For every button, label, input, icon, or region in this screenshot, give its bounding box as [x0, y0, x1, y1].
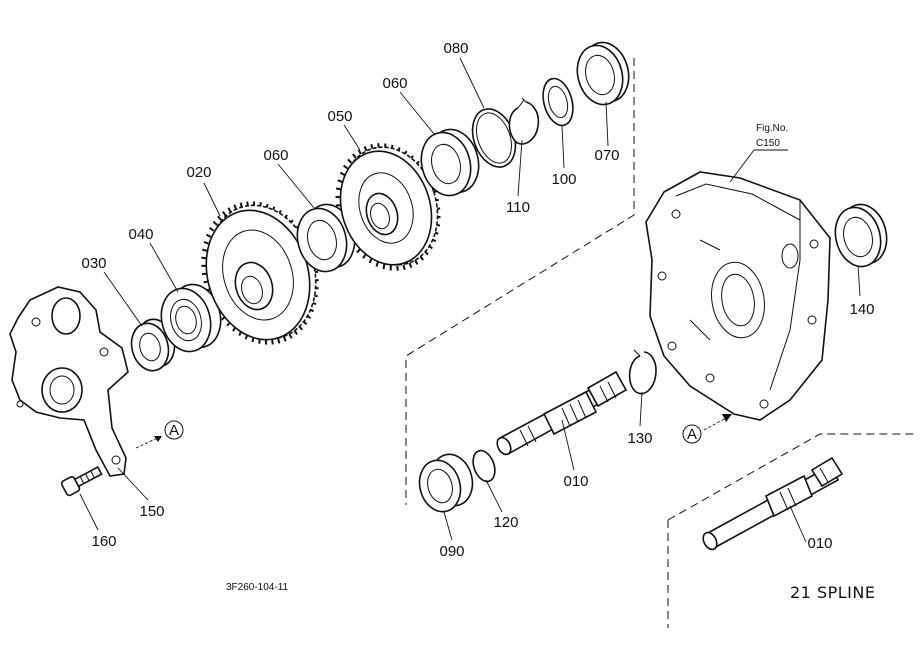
part-label-090: 090: [439, 543, 464, 560]
bolt: [60, 465, 103, 497]
part-label-010-spline: 010: [807, 535, 832, 552]
fig-no-value: C150: [756, 138, 780, 149]
part-label-110: 110: [506, 199, 530, 216]
seal-070: [576, 41, 630, 106]
part-label-120: 120: [493, 514, 518, 531]
gear-050: [339, 146, 439, 266]
part-label-040: 040: [128, 226, 153, 243]
part-label-020: 020: [186, 164, 211, 181]
part-label-030: 030: [81, 255, 106, 272]
part-label-100: 100: [551, 171, 576, 188]
part-label-130: 130: [627, 430, 652, 447]
section-boundary-lines: [405, 58, 918, 628]
arrow-marker-a-left: A: [169, 422, 179, 439]
leader-lines: [79, 57, 861, 543]
shaft-010: [496, 370, 628, 456]
shaft-010-spline-variant: [702, 456, 844, 551]
washer-100: [542, 77, 574, 127]
part-label-050: 050: [327, 108, 352, 125]
seal-140: [834, 203, 888, 268]
bracket-plate: [9, 286, 129, 477]
section-arrow-a-right: [682, 414, 732, 444]
fig-no-label: Fig.No.: [756, 123, 788, 134]
transmission-housing: [645, 171, 831, 421]
gear-020: [205, 204, 317, 341]
part-label-060-right: 060: [382, 75, 407, 92]
part-label-140: 140: [849, 301, 874, 318]
part-label-080: 080: [443, 40, 468, 57]
part-label-150: 150: [139, 503, 164, 520]
snap-ring-110: [508, 97, 540, 145]
part-labels: 030 040 020 060 050 060 080 110 100 070 …: [81, 40, 874, 560]
bearing-060-right: [420, 128, 480, 197]
part-label-060-left: 060: [263, 147, 288, 164]
arrow-marker-a-right: A: [687, 426, 697, 443]
part-label-010: 010: [563, 473, 588, 490]
o-ring-120: [472, 449, 496, 483]
drawing-code: 3F260-104-11: [226, 582, 289, 593]
bearing-090: [418, 453, 474, 513]
part-label-070: 070: [594, 147, 619, 164]
part-label-160: 160: [91, 533, 116, 550]
section-arrow-a-left: [135, 420, 184, 449]
snap-ring-130: [628, 349, 657, 395]
spline-note: 21 SPLINE: [790, 583, 875, 602]
